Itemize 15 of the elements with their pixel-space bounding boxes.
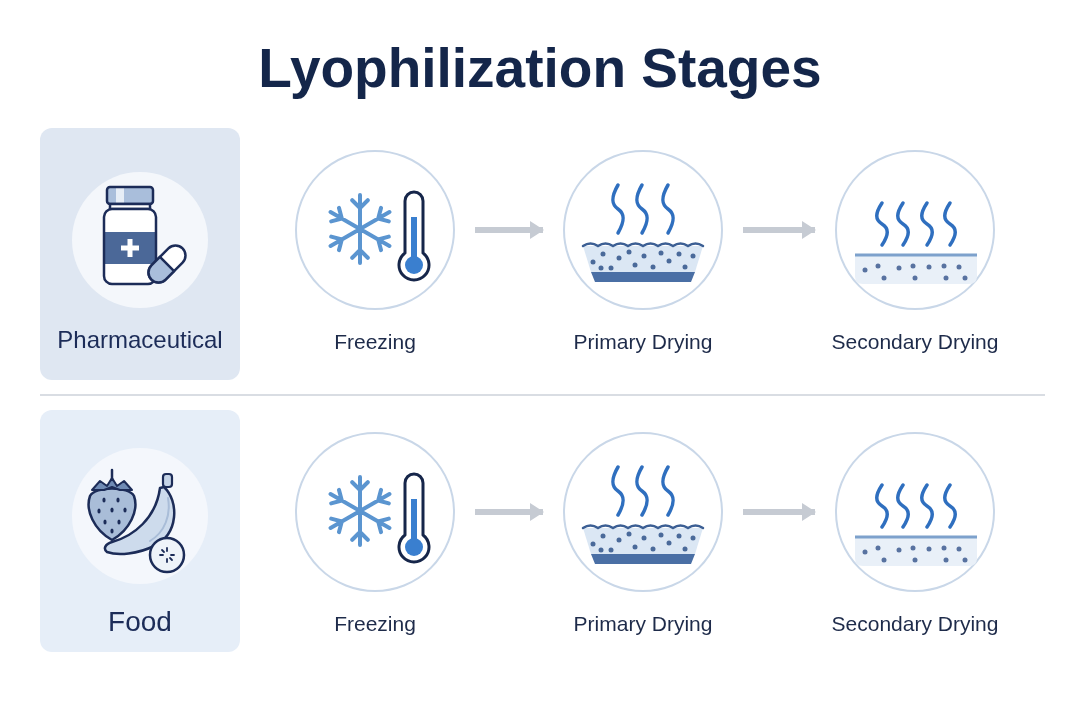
category-label: Pharmaceutical xyxy=(57,325,223,355)
arrow xyxy=(743,221,816,239)
stage-label: Secondary Drying xyxy=(831,329,999,355)
stage-label: Primary Drying xyxy=(573,611,713,637)
arrow xyxy=(475,221,544,239)
title: Lyophilization Stages xyxy=(258,36,822,100)
category-label: Food xyxy=(108,607,172,637)
category-card xyxy=(40,410,240,652)
arrow xyxy=(475,503,544,521)
stage-label: Freezing xyxy=(334,611,416,637)
arrow xyxy=(743,503,816,521)
stage-label: Primary Drying xyxy=(573,329,713,355)
category-card xyxy=(40,128,240,380)
stage-label: Secondary Drying xyxy=(831,611,999,637)
stage-label: Freezing xyxy=(334,329,416,355)
